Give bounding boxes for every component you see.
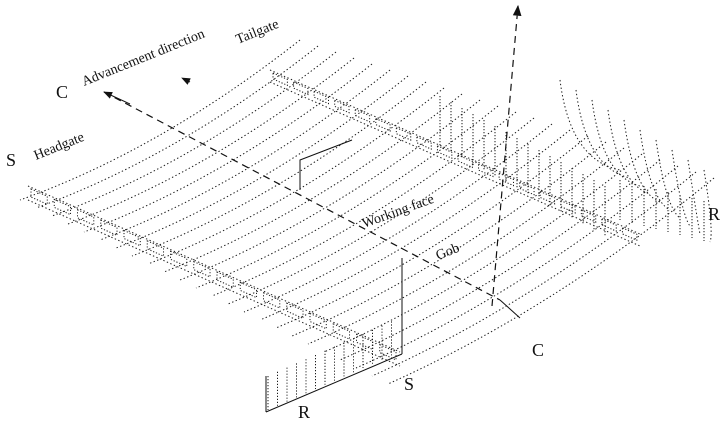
contour-line	[387, 177, 715, 385]
contour-line	[355, 165, 679, 369]
tailgate-label: Tailgate	[234, 17, 281, 48]
tailgate-roadway-edge	[269, 81, 641, 247]
tailgate-roadway-pillar	[580, 208, 597, 223]
tailgate-roadway-pillar	[621, 227, 638, 242]
contour-line	[227, 117, 535, 305]
contour-line	[179, 99, 481, 281]
contour-line-right	[559, 79, 621, 171]
contour-line	[291, 141, 607, 337]
contour-line	[275, 135, 589, 329]
headgate-roadway-pillar	[309, 312, 327, 330]
headgate-label: Headgate	[32, 130, 87, 164]
face-step	[299, 139, 353, 190]
tailgate-roadway-pillar	[416, 136, 432, 150]
tailgate-roadway-pillar	[498, 172, 514, 187]
contour-line	[195, 105, 499, 289]
tailgate-roadway-edge	[269, 69, 641, 235]
contour-line	[131, 81, 427, 257]
contour-line	[147, 87, 445, 265]
section-lines	[103, 4, 522, 307]
tailgate-roadway-pillar	[334, 99, 350, 114]
contour-line	[83, 63, 373, 233]
tailgate-roadway-pillar	[457, 154, 473, 169]
c-tick	[499, 299, 521, 319]
contour-line	[19, 39, 301, 201]
section-c-bottom-label: C	[532, 340, 544, 360]
vertical-axis-arrow	[491, 4, 522, 307]
contour-line-right	[655, 139, 681, 219]
terrain-contours	[19, 39, 715, 385]
headgate-roadway-edge	[27, 185, 401, 353]
contour-line-right	[671, 149, 691, 227]
contour-line	[211, 111, 517, 297]
headgate-roadway-pillar	[170, 250, 188, 268]
advancement-direction-label: Advancement direction	[80, 27, 207, 90]
contour-line	[99, 69, 391, 241]
headgate-roadway-pillar	[239, 281, 258, 299]
section-s-bottom-label: S	[404, 374, 414, 394]
tailgate-roadway	[269, 69, 641, 247]
gob-label: Gob	[434, 241, 462, 264]
tailgate-roadway-pillar	[436, 145, 453, 160]
contour-line	[307, 147, 625, 345]
contour-line-right	[687, 159, 701, 235]
tailgate-roadway-pillar	[313, 90, 329, 105]
subsidence-walls	[267, 96, 705, 410]
headgate-roadway-edge	[27, 199, 401, 367]
contour-line	[35, 45, 319, 209]
tailgate-roadway-pillar	[539, 190, 556, 205]
section-c-top-label: C	[56, 82, 68, 102]
tailgate-roadway-pillar	[478, 163, 494, 178]
contour-line	[163, 93, 463, 273]
tailgate-roadway-pillar	[519, 181, 535, 196]
front-edge-bottom	[265, 353, 403, 413]
contour-line-right	[607, 109, 651, 195]
contour-line	[259, 129, 571, 321]
contour-line	[323, 153, 643, 353]
section-r-bottom-label: R	[298, 402, 310, 422]
contour-line	[67, 57, 355, 225]
tailgate-roadway-pillar	[272, 72, 288, 87]
section-r-right-label: R	[708, 204, 720, 224]
contour-line-right	[575, 89, 631, 179]
headgate-roadway	[27, 185, 401, 367]
small-advance-arrow	[181, 77, 191, 85]
tailgate-roadway-pillar	[395, 126, 412, 141]
tailgate-roadway-pillar	[375, 117, 391, 132]
tailgate-roadway-pillar	[601, 218, 617, 232]
headgate-roadway-pillar	[77, 208, 95, 226]
contour-line-right	[623, 119, 661, 203]
advance-arrow	[103, 91, 131, 105]
section-line-c	[103, 91, 501, 301]
solid-outlines	[265, 139, 521, 413]
tailgate-roadway-pillar	[354, 108, 371, 123]
tailgate-roadway-pillar	[293, 81, 309, 96]
tailgate-roadway-pillar	[560, 199, 576, 214]
contour-line	[339, 159, 661, 361]
section-s-left-label: S	[6, 150, 16, 170]
contour-line	[51, 51, 337, 217]
